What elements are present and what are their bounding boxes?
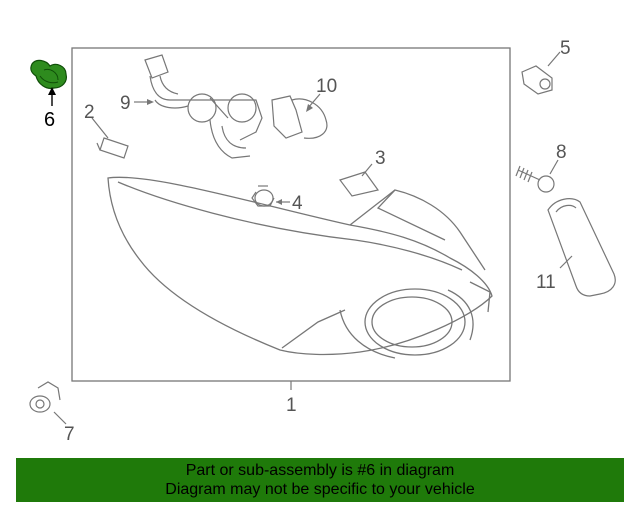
part-5-clip[interactable] <box>521 65 553 95</box>
footer-line-1: Part or sub-assembly is #6 in diagram <box>185 462 455 479</box>
part-4-nut[interactable] <box>251 185 275 207</box>
arrow-4 <box>276 199 282 205</box>
part-2-clip[interactable] <box>96 137 129 159</box>
part-3-gasket[interactable] <box>339 171 380 197</box>
label-3: 3 <box>375 148 386 169</box>
leader-line-5 <box>547 51 561 67</box>
part-8-screw[interactable] <box>515 165 555 193</box>
label-2: 2 <box>84 102 95 123</box>
part-11-reflector[interactable] <box>547 198 616 297</box>
leader-line-8 <box>549 159 559 175</box>
tail-lamp-housing[interactable] <box>107 176 493 359</box>
footer-line-2: Diagram may not be specific to your vehi… <box>165 481 475 498</box>
arrow-6 <box>48 87 56 95</box>
label-7: 7 <box>64 424 75 445</box>
leader-line-7 <box>53 411 67 425</box>
footer-banner: Part or sub-assembly is #6 in diagram Di… <box>16 458 624 502</box>
leader-line-2 <box>91 117 109 139</box>
label-5: 5 <box>560 38 571 59</box>
part-10-bulb[interactable] <box>271 95 328 139</box>
part-9-socket-harness[interactable] <box>144 54 263 159</box>
leader-line-11 <box>559 255 573 269</box>
label-1: 1 <box>286 395 297 416</box>
arrow-9 <box>147 99 154 105</box>
part-7-clip[interactable] <box>29 381 61 413</box>
label-11: 11 <box>536 272 556 293</box>
part-6-highlighted-clip[interactable] <box>30 59 67 89</box>
label-10: 10 <box>316 76 337 97</box>
label-8: 8 <box>556 142 567 163</box>
label-6: 6 <box>44 109 55 131</box>
label-4: 4 <box>292 193 303 214</box>
leader-line-3 <box>361 163 373 177</box>
label-9: 9 <box>120 93 131 114</box>
arrow-10 <box>306 104 313 112</box>
